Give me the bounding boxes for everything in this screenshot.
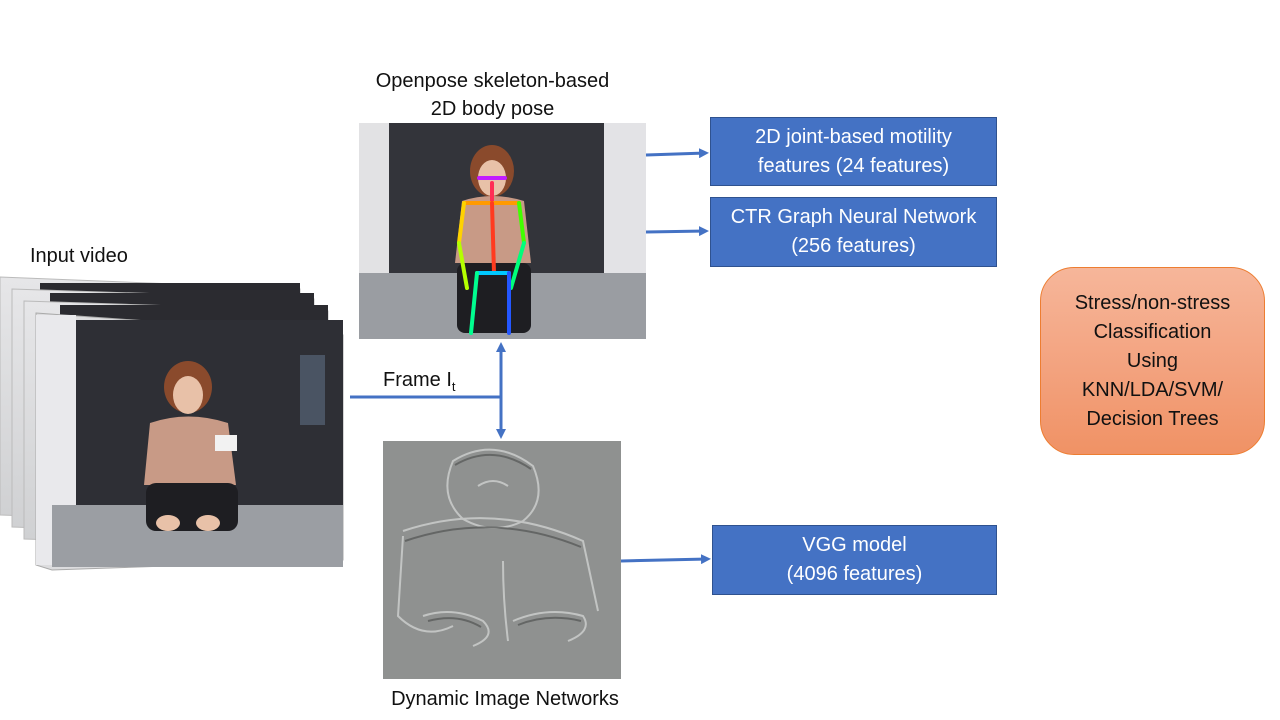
openpose-skeleton-image <box>359 123 646 339</box>
arrow-to-ctr <box>645 226 709 237</box>
frame-label-subscript: t <box>451 379 456 394</box>
openpose-title: Openpose skeleton-based 2D body pose <box>340 67 645 123</box>
motility-features-line1: 2D joint-based motility <box>755 125 952 148</box>
openpose-title-line1: Openpose skeleton-based <box>375 70 610 92</box>
input-video-label: Input video <box>30 245 128 267</box>
openpose-title-line2: 2D body pose <box>430 98 555 120</box>
dynamic-image <box>383 441 621 679</box>
classifier-line4: KNN/LDA/SVM/ <box>1081 378 1224 401</box>
input-video-frames <box>0 275 350 575</box>
motility-features-line2: features (24 features) <box>757 154 950 177</box>
motility-features-box: 2D joint-based motility features (24 fea… <box>710 117 997 186</box>
dynamic-image-label: Dynamic Image Networks <box>391 688 619 710</box>
vgg-model-line1: VGG model <box>802 534 907 556</box>
dynamic-image-graphic <box>383 441 621 679</box>
ctr-gnn-line1: CTR Graph Neural Network <box>730 206 977 228</box>
classifier-line3: Using <box>1126 349 1179 372</box>
classifier-line5: Decision Trees <box>1086 407 1219 430</box>
ctr-gnn-box: CTR Graph Neural Network (256 features) <box>710 197 997 267</box>
classifier-line1: Stress/non-stress <box>1074 291 1231 314</box>
frame-label: Frame It <box>383 366 456 401</box>
stress-classifier-box: Stress/non-stress Classification Using K… <box>1040 267 1265 455</box>
vgg-model-box: VGG model (4096 features) <box>712 525 997 595</box>
frame-label-text: Frame I <box>383 369 452 391</box>
video-frame-stack-graphic <box>0 276 344 571</box>
ctr-gnn-line2: (256 features) <box>791 235 916 257</box>
arrow-to-motility <box>645 148 709 159</box>
classifier-line2: Classification <box>1093 320 1212 343</box>
arrow-to-vgg <box>620 554 711 565</box>
openpose-skeleton-graphic <box>359 123 646 339</box>
vgg-model-line2: (4096 features) <box>786 563 923 585</box>
front-frame <box>35 312 344 571</box>
